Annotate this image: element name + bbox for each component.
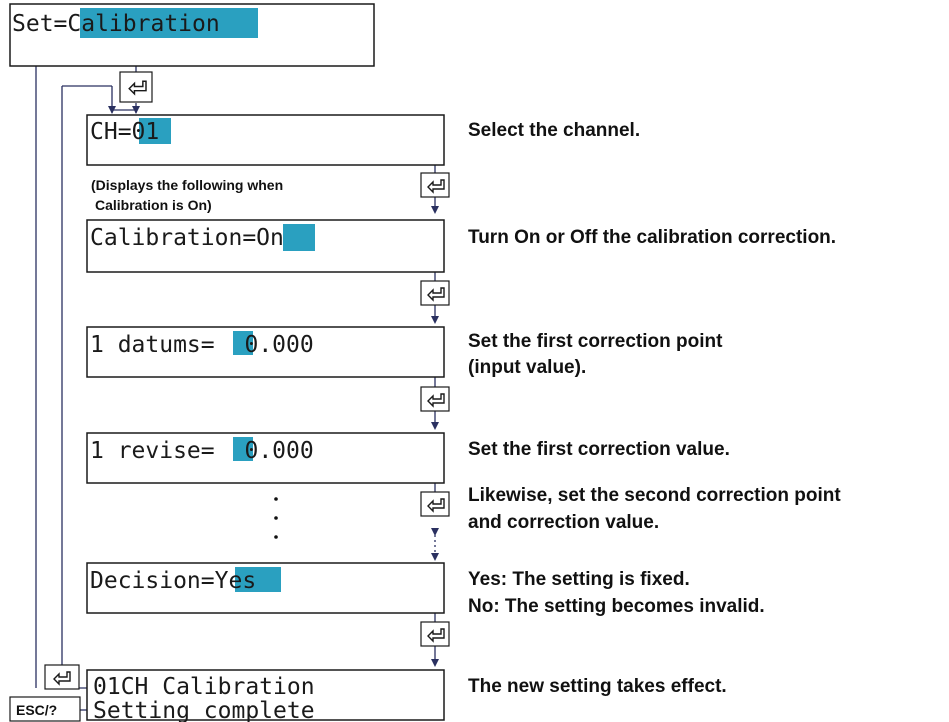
desc-complete: The new setting takes effect. [468,676,727,697]
enter-key-icon[interactable] [420,386,450,412]
desc-calibration: Turn On or Off the calibration correctio… [468,227,836,248]
note-line-1: (Displays the following when [91,177,283,193]
enter-key-icon[interactable] [119,71,153,103]
set-screen-highlight [80,8,258,38]
revise-screen: 1 revise= 0.000 [86,432,445,484]
desc-datums-line-2: (input value). [468,357,586,378]
enter-key-icon[interactable] [420,491,450,517]
complete-line-2: Setting complete [93,698,315,722]
ellipsis-dots [274,497,278,539]
desc-decision-line-2: No: The setting becomes invalid. [468,596,765,617]
revise-screen-text: 1 revise= 0.000 [90,438,314,464]
esc-key-icon[interactable]: ESC/? [9,696,81,722]
datums-screen: 1 datums= 0.000 [86,326,445,378]
note-line-2: Calibration is On) [95,197,212,213]
calibration-highlight [283,224,315,251]
enter-key-icon[interactable] [420,621,450,647]
desc-channel: Select the channel. [468,120,640,141]
desc-likewise-line-1: Likewise, set the second correction poin… [468,485,841,506]
enter-key-icon[interactable] [420,172,450,198]
channel-screen-text: CH=01 [90,119,159,145]
datums-screen-text: 1 datums= 0.000 [90,332,314,358]
complete-screen: 01CH Calibration Setting complete [86,669,445,722]
channel-highlight [139,118,171,144]
calibration-screen-text: Calibration=On [90,225,284,251]
datums-cursor [233,331,253,355]
svg-text:Set=Calibration: Set=Calibration [12,11,220,37]
esc-key-label: ESC/? [16,702,57,718]
desc-revise: Set the first correction value. [468,439,730,460]
desc-decision-line-1: Yes: The setting is fixed. [468,569,690,590]
decision-screen: Decision=Yes [86,562,445,614]
enter-key-icon[interactable] [44,664,80,690]
decision-highlight [235,567,281,592]
complete-line-1: 01CH Calibration [93,674,315,700]
calibration-screen: Calibration=On [86,219,445,273]
desc-likewise-line-2: and correction value. [468,512,659,533]
enter-key-icon[interactable] [420,280,450,306]
decision-screen-text: Decision=Yes [90,568,256,594]
set-screen: Set=Calibration [9,3,375,67]
flow-lines [35,64,436,711]
revise-cursor [233,437,253,461]
channel-screen: CH=01 [86,114,445,166]
desc-datums-line-1: Set the first correction point [468,331,723,352]
